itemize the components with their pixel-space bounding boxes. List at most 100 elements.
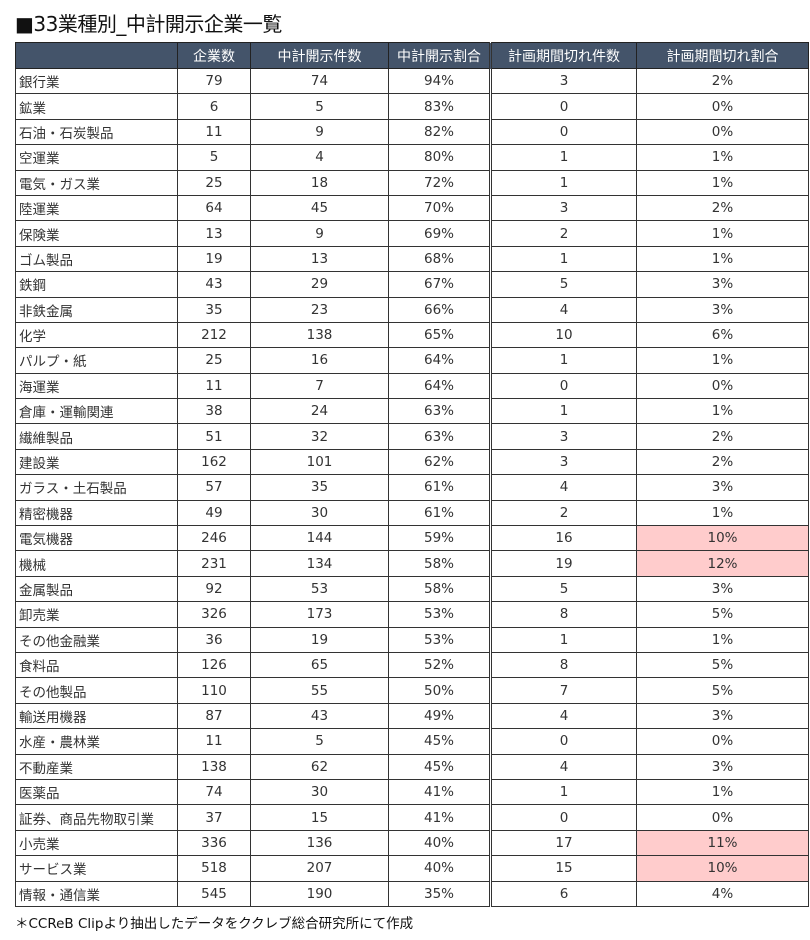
cell-industry: 石油・石炭製品 xyxy=(15,118,178,146)
cell-companies: 74 xyxy=(177,778,251,806)
cell-disclosed: 29 xyxy=(250,271,389,298)
cell-disclosed: 35 xyxy=(250,474,389,501)
cell-companies: 545 xyxy=(177,880,251,907)
cell-expired: 10 xyxy=(489,321,637,349)
cell-disclosed: 24 xyxy=(250,398,389,425)
header-expired-ratio: 計画期間切れ割合 xyxy=(636,42,809,69)
cell-expired-ratio: 1% xyxy=(636,499,809,527)
cell-industry: ガラス・土石製品 xyxy=(15,474,178,501)
cell-expired-ratio: 4% xyxy=(636,880,809,907)
cell-disclosed-ratio: 45% xyxy=(388,753,491,780)
cell-disclosed-ratio: 67% xyxy=(388,271,491,298)
cell-industry: 精密機器 xyxy=(15,499,178,527)
cell-disclosed-ratio: 49% xyxy=(388,702,491,730)
cell-disclosed-ratio: 69% xyxy=(388,220,491,247)
cell-disclosed-ratio: 61% xyxy=(388,474,491,501)
cell-expired: 3 xyxy=(489,448,637,476)
cell-industry: 輸送用機器 xyxy=(15,702,178,730)
cell-companies: 6 xyxy=(177,93,251,120)
cell-disclosed-ratio: 45% xyxy=(388,728,491,755)
cell-industry: 保険業 xyxy=(15,220,178,247)
cell-industry: 食料品 xyxy=(15,651,178,679)
page-title: ■33業種別_中計開示企業一覧 xyxy=(15,12,282,36)
cell-disclosed-ratio: 50% xyxy=(388,677,491,704)
cell-disclosed: 30 xyxy=(250,499,389,527)
cell-expired-ratio: 0% xyxy=(636,93,809,120)
cell-expired-ratio: 10% xyxy=(636,525,809,552)
header-expired: 計画期間切れ件数 xyxy=(489,42,637,69)
cell-industry: 空運業 xyxy=(15,144,178,171)
cell-expired: 1 xyxy=(489,626,637,653)
cell-companies: 326 xyxy=(177,601,251,628)
cell-disclosed: 173 xyxy=(250,601,389,628)
cell-expired: 0 xyxy=(489,93,637,120)
cell-companies: 246 xyxy=(177,525,251,552)
cell-expired: 8 xyxy=(489,651,637,679)
cell-expired-ratio: 2% xyxy=(636,448,809,476)
cell-expired-ratio: 3% xyxy=(636,474,809,501)
cell-industry: 繊維製品 xyxy=(15,423,178,450)
cell-expired: 15 xyxy=(489,855,637,882)
cell-expired-ratio: 11% xyxy=(636,829,809,857)
cell-disclosed: 18 xyxy=(250,169,389,196)
cell-companies: 25 xyxy=(177,169,251,196)
cell-expired-ratio: 12% xyxy=(636,550,809,577)
cell-expired-ratio: 1% xyxy=(636,398,809,425)
cell-companies: 19 xyxy=(177,245,251,273)
cell-expired: 1 xyxy=(489,169,637,196)
cell-expired: 1 xyxy=(489,398,637,425)
cell-industry: 証券、商品先物取引業 xyxy=(15,804,178,831)
cell-expired: 4 xyxy=(489,702,637,730)
cell-companies: 51 xyxy=(177,423,251,450)
cell-disclosed: 207 xyxy=(250,855,389,882)
cell-expired: 1 xyxy=(489,144,637,171)
cell-disclosed: 144 xyxy=(250,525,389,552)
cell-expired: 4 xyxy=(489,753,637,780)
cell-companies: 231 xyxy=(177,550,251,577)
cell-disclosed-ratio: 63% xyxy=(388,398,491,425)
cell-industry: 小売業 xyxy=(15,829,178,857)
cell-expired: 3 xyxy=(489,423,637,450)
cell-disclosed: 13 xyxy=(250,245,389,273)
cell-expired: 0 xyxy=(489,804,637,831)
cell-industry: 不動産業 xyxy=(15,753,178,780)
cell-expired-ratio: 2% xyxy=(636,423,809,450)
cell-industry: 非鉄金属 xyxy=(15,296,178,323)
cell-expired-ratio: 2% xyxy=(636,194,809,222)
cell-companies: 35 xyxy=(177,296,251,323)
cell-disclosed-ratio: 53% xyxy=(388,601,491,628)
header-disclosed-ratio: 中計開示割合 xyxy=(388,42,491,69)
cell-disclosed-ratio: 58% xyxy=(388,550,491,577)
cell-industry: 機械 xyxy=(15,550,178,577)
cell-companies: 38 xyxy=(177,398,251,425)
cell-industry: その他金融業 xyxy=(15,626,178,653)
cell-expired: 8 xyxy=(489,601,637,628)
cell-disclosed: 190 xyxy=(250,880,389,907)
cell-companies: 336 xyxy=(177,829,251,857)
table-header-row: 企業数 中計開示件数 中計開示割合 計画期間切れ件数 計画期間切れ割合 xyxy=(15,42,809,69)
cell-expired: 6 xyxy=(489,880,637,907)
cell-companies: 212 xyxy=(177,321,251,349)
cell-disclosed: 16 xyxy=(250,347,389,374)
cell-disclosed: 101 xyxy=(250,448,389,476)
cell-industry: パルプ・紙 xyxy=(15,347,178,374)
cell-companies: 49 xyxy=(177,499,251,527)
cell-disclosed: 9 xyxy=(250,220,389,247)
cell-disclosed-ratio: 61% xyxy=(388,499,491,527)
cell-industry: 化学 xyxy=(15,321,178,349)
cell-expired-ratio: 1% xyxy=(636,144,809,171)
cell-expired: 2 xyxy=(489,499,637,527)
cell-expired-ratio: 3% xyxy=(636,575,809,603)
cell-companies: 57 xyxy=(177,474,251,501)
